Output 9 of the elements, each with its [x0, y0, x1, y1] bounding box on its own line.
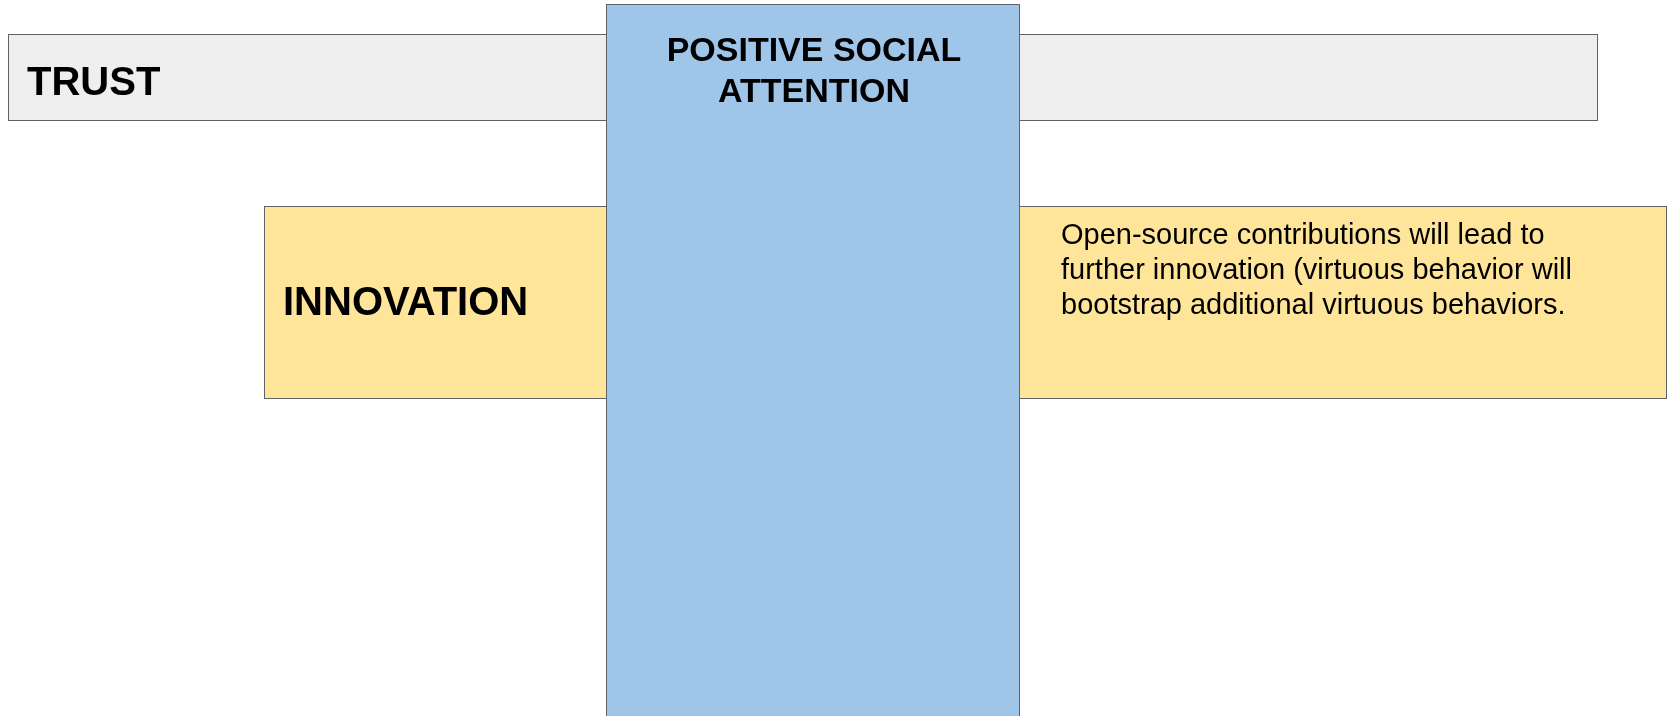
description-box — [1018, 206, 1667, 399]
bar-segment — [1019, 34, 1598, 121]
description-text: Open-source contributions will lead to further innovation (virtuous behavior will bootstrap additional virtuous behaviors. — [1061, 217, 1573, 322]
column-panel — [606, 4, 1020, 716]
bar-heading: TRUST — [27, 58, 162, 105]
innovation-box — [264, 206, 608, 399]
column-heading: POSITIVE SOCIAL ATTENTION — [665, 29, 963, 111]
trust-bar — [8, 34, 607, 121]
box-heading: INNOVATION — [283, 278, 530, 325]
